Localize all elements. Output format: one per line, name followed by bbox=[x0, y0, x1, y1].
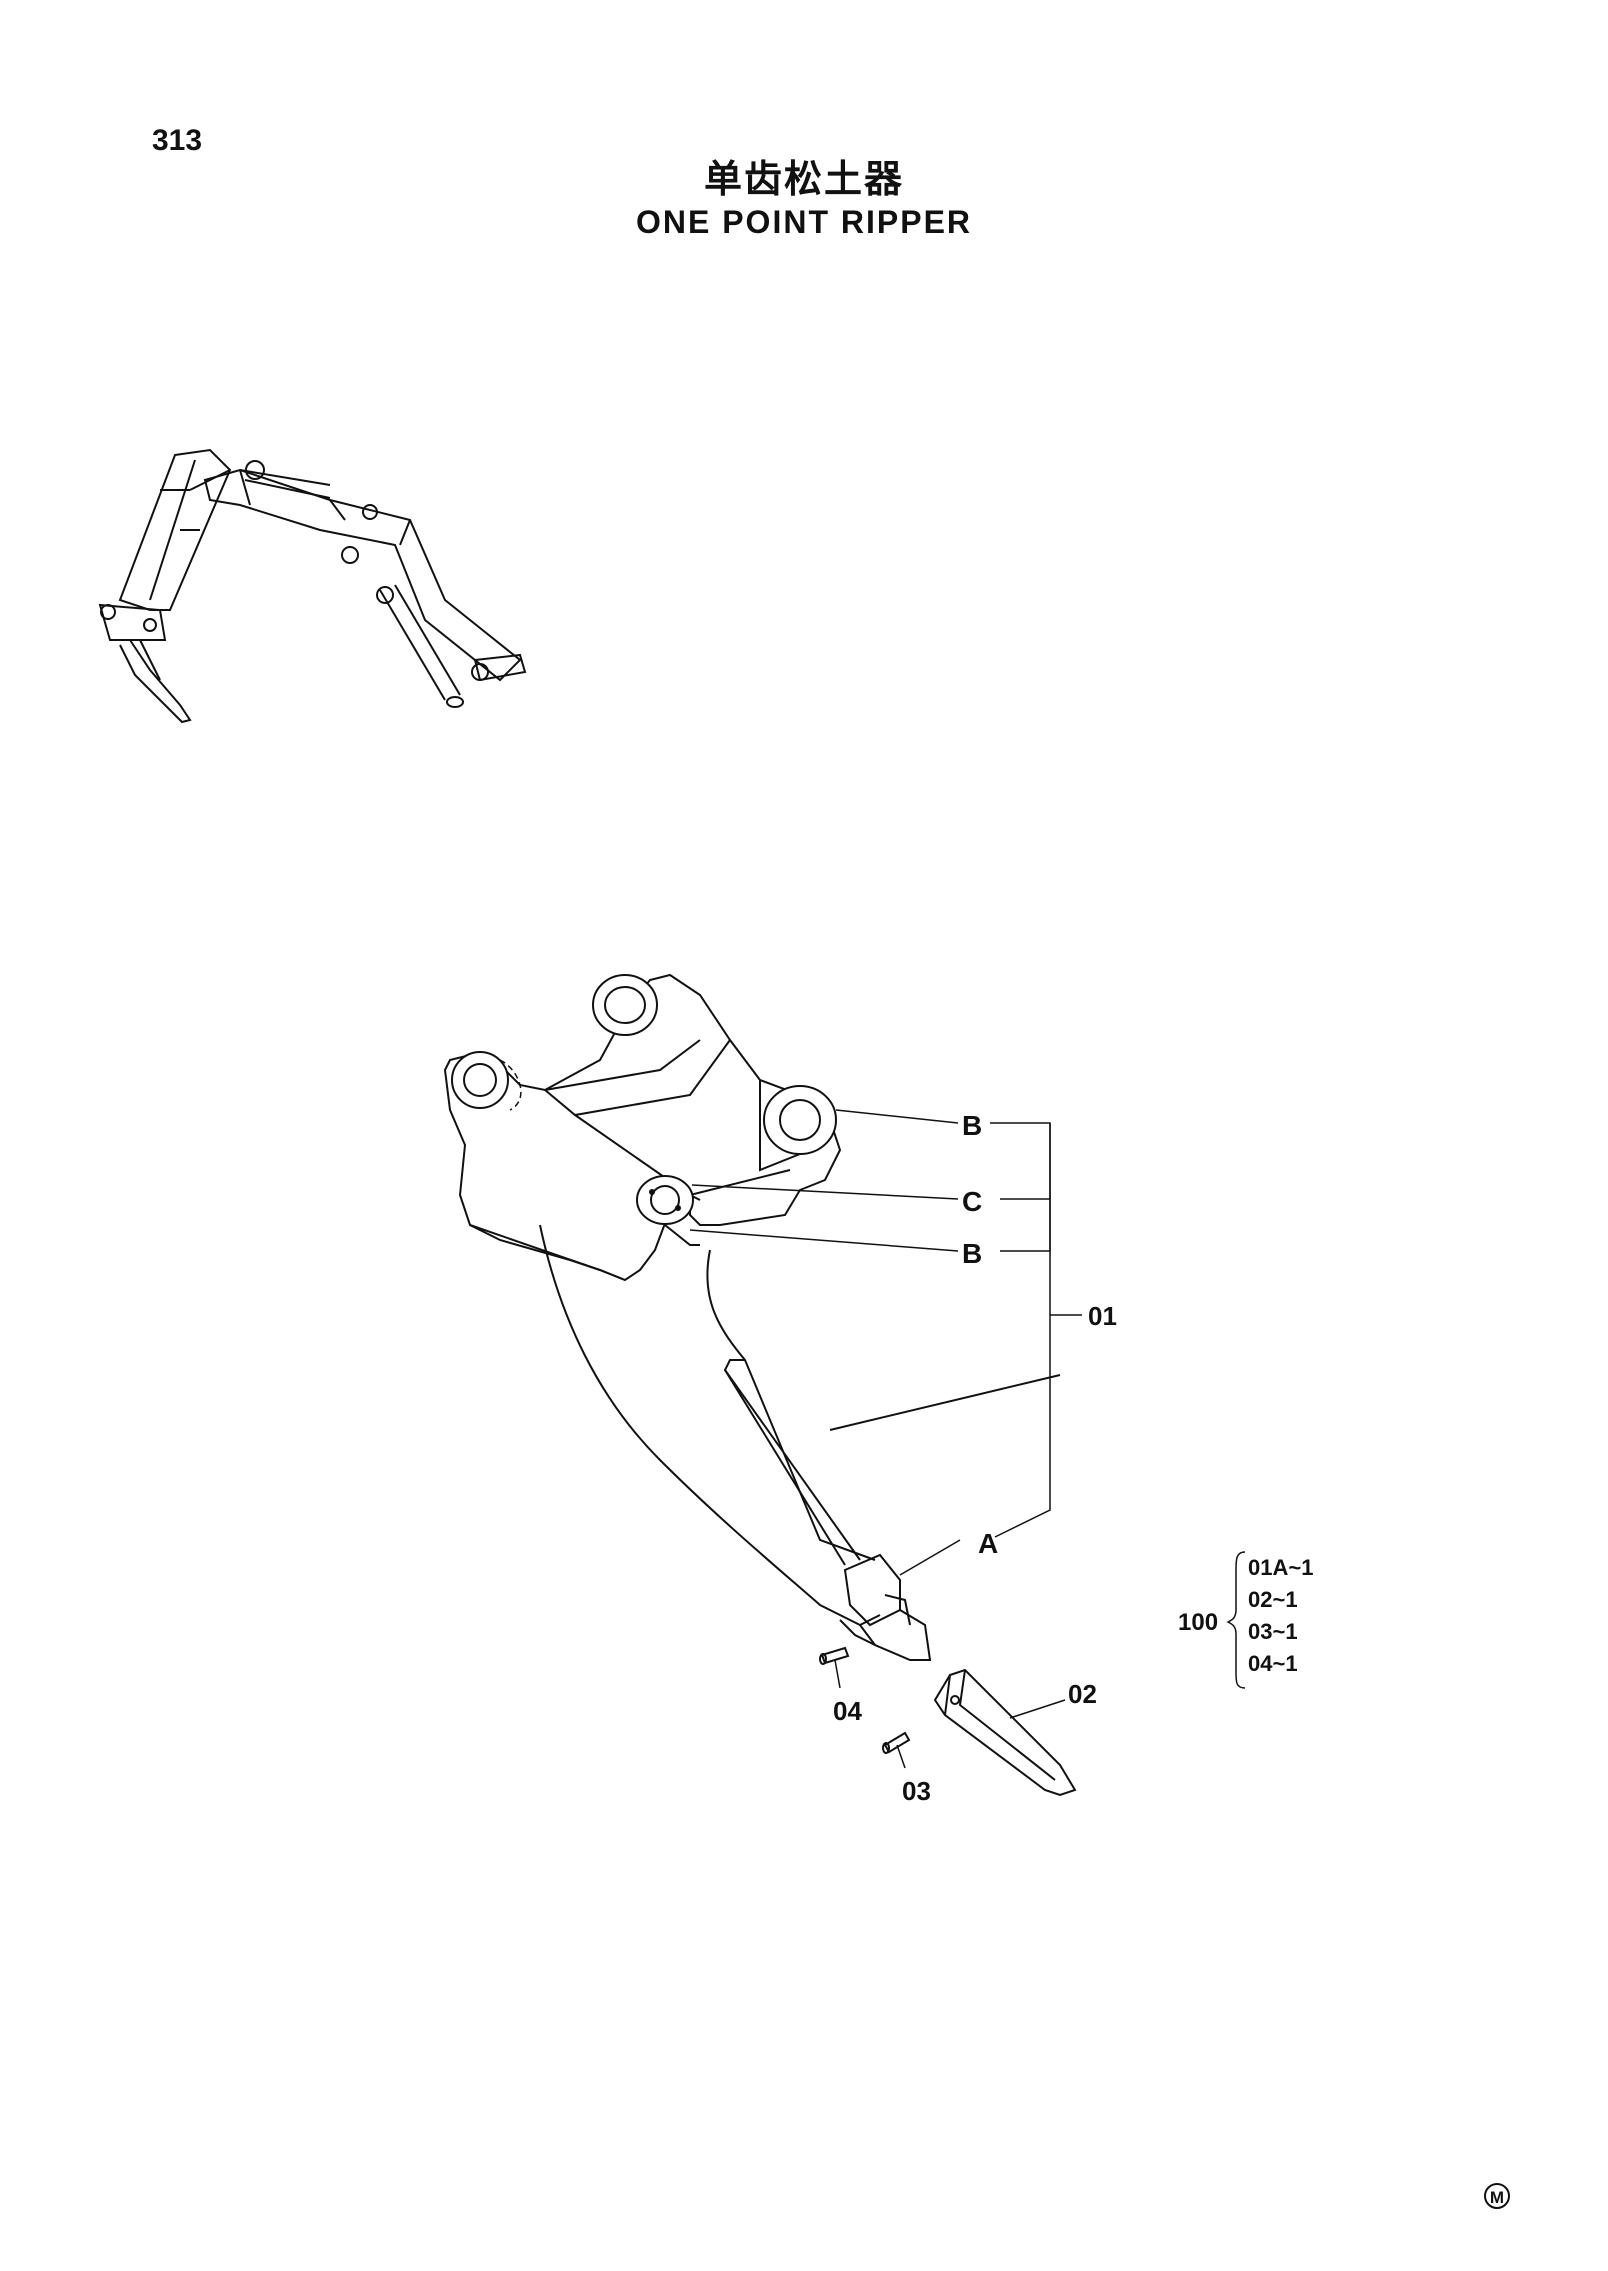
page-title: ONE POINT RIPPER bbox=[635, 204, 973, 240]
page-number: 313 bbox=[152, 124, 203, 157]
pin-04-illustration bbox=[819, 1646, 850, 1665]
assembly-number: 100 bbox=[1178, 1609, 1218, 1636]
page-title-chinese: 单齿松土器 bbox=[703, 157, 904, 201]
part-number-01: 01 bbox=[1088, 1301, 1117, 1331]
overview-excavator-arm-illustration bbox=[98, 448, 527, 724]
assembly-item: 04~1 bbox=[1248, 1651, 1298, 1676]
ripper-tooth-illustration bbox=[933, 1668, 1077, 1797]
assembly-item: 02~1 bbox=[1248, 1587, 1298, 1612]
callout-b-lower: B bbox=[962, 1238, 982, 1269]
assembly-bracket: 100 01A~1 02~1 03~1 04~1 bbox=[1178, 1551, 1313, 1689]
ripper-shank-illustration bbox=[443, 973, 1061, 1661]
footer-mark-letter: M bbox=[1490, 2188, 1504, 2207]
pin-03-illustration bbox=[882, 1731, 911, 1754]
callout-c: C bbox=[962, 1186, 982, 1217]
callout-a: A bbox=[978, 1528, 998, 1559]
assembly-item: 03~1 bbox=[1248, 1619, 1298, 1644]
leader-lines bbox=[689, 1109, 1082, 1769]
part-number-03: 03 bbox=[902, 1776, 931, 1806]
assembly-item: 01A~1 bbox=[1248, 1555, 1313, 1580]
part-number-04: 04 bbox=[833, 1696, 862, 1726]
part-number-02: 02 bbox=[1068, 1679, 1097, 1709]
footer-mark: M bbox=[1484, 2183, 1510, 2209]
callout-b-upper: B bbox=[962, 1110, 982, 1141]
